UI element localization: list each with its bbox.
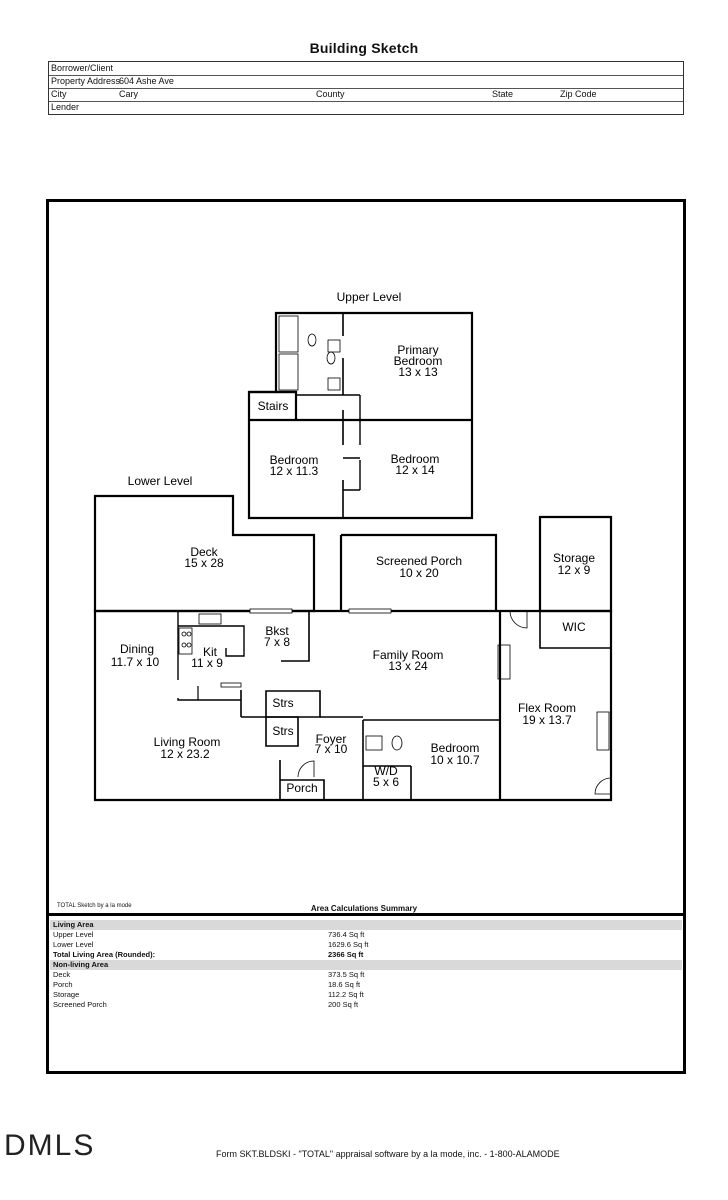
row-value: 18.6 Sq ft: [328, 980, 361, 989]
room-bedroom-b: Bedroom: [391, 452, 440, 466]
lender-label: Lender: [51, 102, 80, 112]
borrower-row: Borrower/Client: [49, 62, 683, 76]
room-bedroom-a-dim: 12 x 11.3: [270, 464, 319, 478]
city-row: City Cary County State Zip Code: [49, 88, 683, 102]
row-value: 2366 Sq ft: [328, 950, 364, 959]
property-header: Borrower/Client Property Address 604 Ash…: [48, 61, 684, 115]
non-living-area-header: Non-living Area: [50, 960, 682, 970]
table-row: Upper Level 736.4 Sq ft: [50, 930, 682, 940]
room-stairs-2: Strs: [272, 724, 293, 738]
lender-row: Lender: [49, 101, 683, 114]
room-screened-porch-dim: 10 x 20: [399, 566, 439, 580]
room-dining: Dining: [120, 642, 154, 656]
area-summary-table: Living Area Upper Level 736.4 Sq ft Lowe…: [50, 920, 682, 1010]
form-footer: Form SKT.BLDSKI - "TOTAL" appraisal soft…: [216, 1149, 560, 1159]
table-row: Deck 373.5 Sq ft: [50, 970, 682, 980]
room-bedroom-b-dim: 12 x 14: [395, 463, 435, 477]
table-row: Porch 18.6 Sq ft: [50, 980, 682, 990]
room-laundry-dim: 5 x 6: [373, 775, 399, 789]
row-label: Porch: [53, 980, 73, 989]
room-breakfast: Bkst: [265, 624, 289, 638]
room-deck-dim: 15 x 28: [184, 556, 224, 570]
room-breakfast-dim: 7 x 8: [264, 635, 290, 649]
row-label: Lower Level: [53, 940, 94, 949]
address-value: 604 Ashe Ave: [119, 76, 174, 86]
summary-title: Area Calculations Summary: [310, 904, 418, 913]
room-living: Living Room: [154, 735, 221, 749]
city-value: Cary: [119, 89, 139, 99]
borrower-label: Borrower/Client: [51, 63, 114, 73]
row-label: Storage: [53, 990, 80, 999]
row-label: Screened Porch: [53, 1000, 107, 1009]
living-area-header: Living Area: [50, 920, 682, 930]
room-primary-line2: Bedroom: [394, 354, 443, 368]
state-label: State: [492, 89, 514, 99]
room-family-dim: 13 x 24: [388, 659, 428, 673]
room-foyer: Foyer: [316, 732, 347, 746]
room-storage-dim: 12 x 9: [558, 563, 591, 577]
fixtures: [178, 315, 612, 795]
label-lower-level: Lower Level: [128, 474, 193, 488]
city-label: City: [51, 89, 67, 99]
room-dining-dim: 11.7 x 10: [111, 655, 160, 669]
county-label: County: [316, 89, 345, 99]
room-primary-dim: 13 x 13: [398, 365, 438, 379]
room-flex-dim: 19 x 13.7: [522, 713, 572, 727]
room-foyer-dim: 7 x 10: [315, 742, 348, 756]
row-label: Total Living Area (Rounded):: [53, 950, 156, 959]
table-row: Screened Porch 200 Sq ft: [50, 1000, 682, 1010]
table-row: Lower Level 1629.6 Sq ft: [50, 940, 682, 950]
room-deck: Deck: [190, 545, 218, 559]
room-porch: Porch: [286, 781, 317, 795]
table-row-total: Total Living Area (Rounded): 2366 Sq ft: [50, 950, 682, 960]
room-wic: WIC: [562, 620, 586, 634]
row-value: 736.4 Sq ft: [328, 930, 365, 939]
row-value: 200 Sq ft: [328, 1000, 359, 1009]
room-stairs: Stairs: [258, 399, 289, 413]
sketch-frame: [46, 199, 686, 1074]
room-kitchen: Kit: [203, 645, 218, 659]
row-label: Upper Level: [53, 930, 94, 939]
room-screened-porch: Screened Porch: [376, 554, 462, 568]
page-title: Building Sketch: [309, 40, 419, 56]
address-row: Property Address 604 Ashe Ave: [49, 75, 683, 89]
summary-divider: [46, 913, 686, 916]
room-bedroom-c-dim: 10 x 10.7: [430, 753, 480, 767]
dmls-watermark: DMLS: [4, 1129, 96, 1162]
plan-walls: [93, 311, 613, 802]
table-row: Storage 112.2 Sq ft: [50, 990, 682, 1000]
room-kitchen-dim: 11 x 9: [191, 656, 223, 670]
address-label: Property Address: [51, 76, 121, 86]
zip-label: Zip Code: [560, 89, 597, 99]
room-flex: Flex Room: [518, 701, 576, 715]
room-bedroom-a: Bedroom: [270, 453, 319, 467]
row-value: 1629.6 Sq ft: [328, 940, 369, 949]
plan-labels: Upper Level Lower Level Primary Bedroom …: [111, 290, 596, 795]
row-value: 373.5 Sq ft: [328, 970, 365, 979]
room-stairs-1: Strs: [272, 696, 293, 710]
room-family: Family Room: [373, 648, 444, 662]
room-laundry: W/D: [374, 764, 398, 778]
row-value: 112.2 Sq ft: [328, 990, 364, 999]
row-label: Deck: [53, 970, 71, 979]
label-upper-level: Upper Level: [337, 290, 402, 304]
room-storage: Storage: [553, 551, 595, 565]
room-primary-line1: Primary: [397, 343, 438, 357]
sketch-credit: TOTAL Sketch by a la mode: [57, 903, 132, 909]
room-living-dim: 12 x 23.2: [160, 747, 210, 761]
room-bedroom-c: Bedroom: [431, 741, 480, 755]
